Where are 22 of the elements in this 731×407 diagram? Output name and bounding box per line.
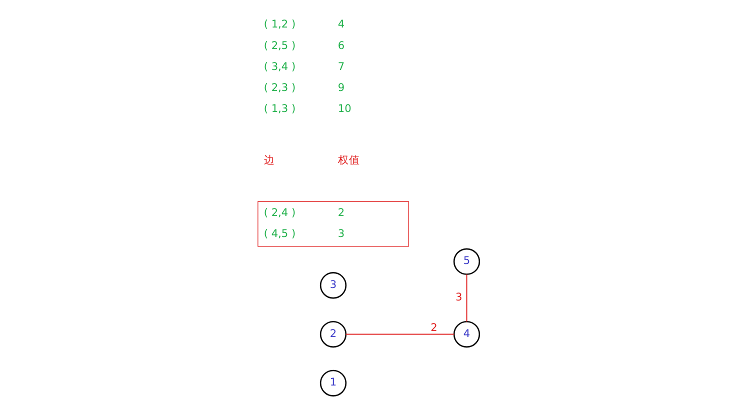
node-circle: 1	[319, 370, 346, 396]
label: 9	[337, 82, 344, 94]
label: 4	[337, 18, 344, 31]
label: ( 1,3 )	[263, 103, 296, 116]
label: 6	[337, 40, 344, 52]
edge-label: 3	[454, 291, 462, 304]
label: 7	[337, 60, 344, 73]
label: 边	[263, 154, 274, 167]
node-circle: 5	[452, 248, 480, 275]
node-circle: 4	[452, 320, 480, 348]
label: ( 2,5 )	[263, 40, 296, 52]
node-circle: 2	[319, 320, 346, 348]
connector	[466, 274, 467, 322]
node-box: ( 2,4 ) 2 ( 4,5 ) 3	[257, 201, 408, 247]
label: ( 2,3 )	[263, 82, 296, 94]
connector	[344, 334, 454, 335]
label: ( 3,4 )	[263, 60, 296, 73]
label: ( 1,2 )	[263, 18, 296, 31]
label: 权值	[337, 154, 360, 167]
edge-label: 2	[430, 322, 437, 334]
node-circle: 3	[319, 272, 346, 299]
label: 10	[337, 103, 351, 116]
